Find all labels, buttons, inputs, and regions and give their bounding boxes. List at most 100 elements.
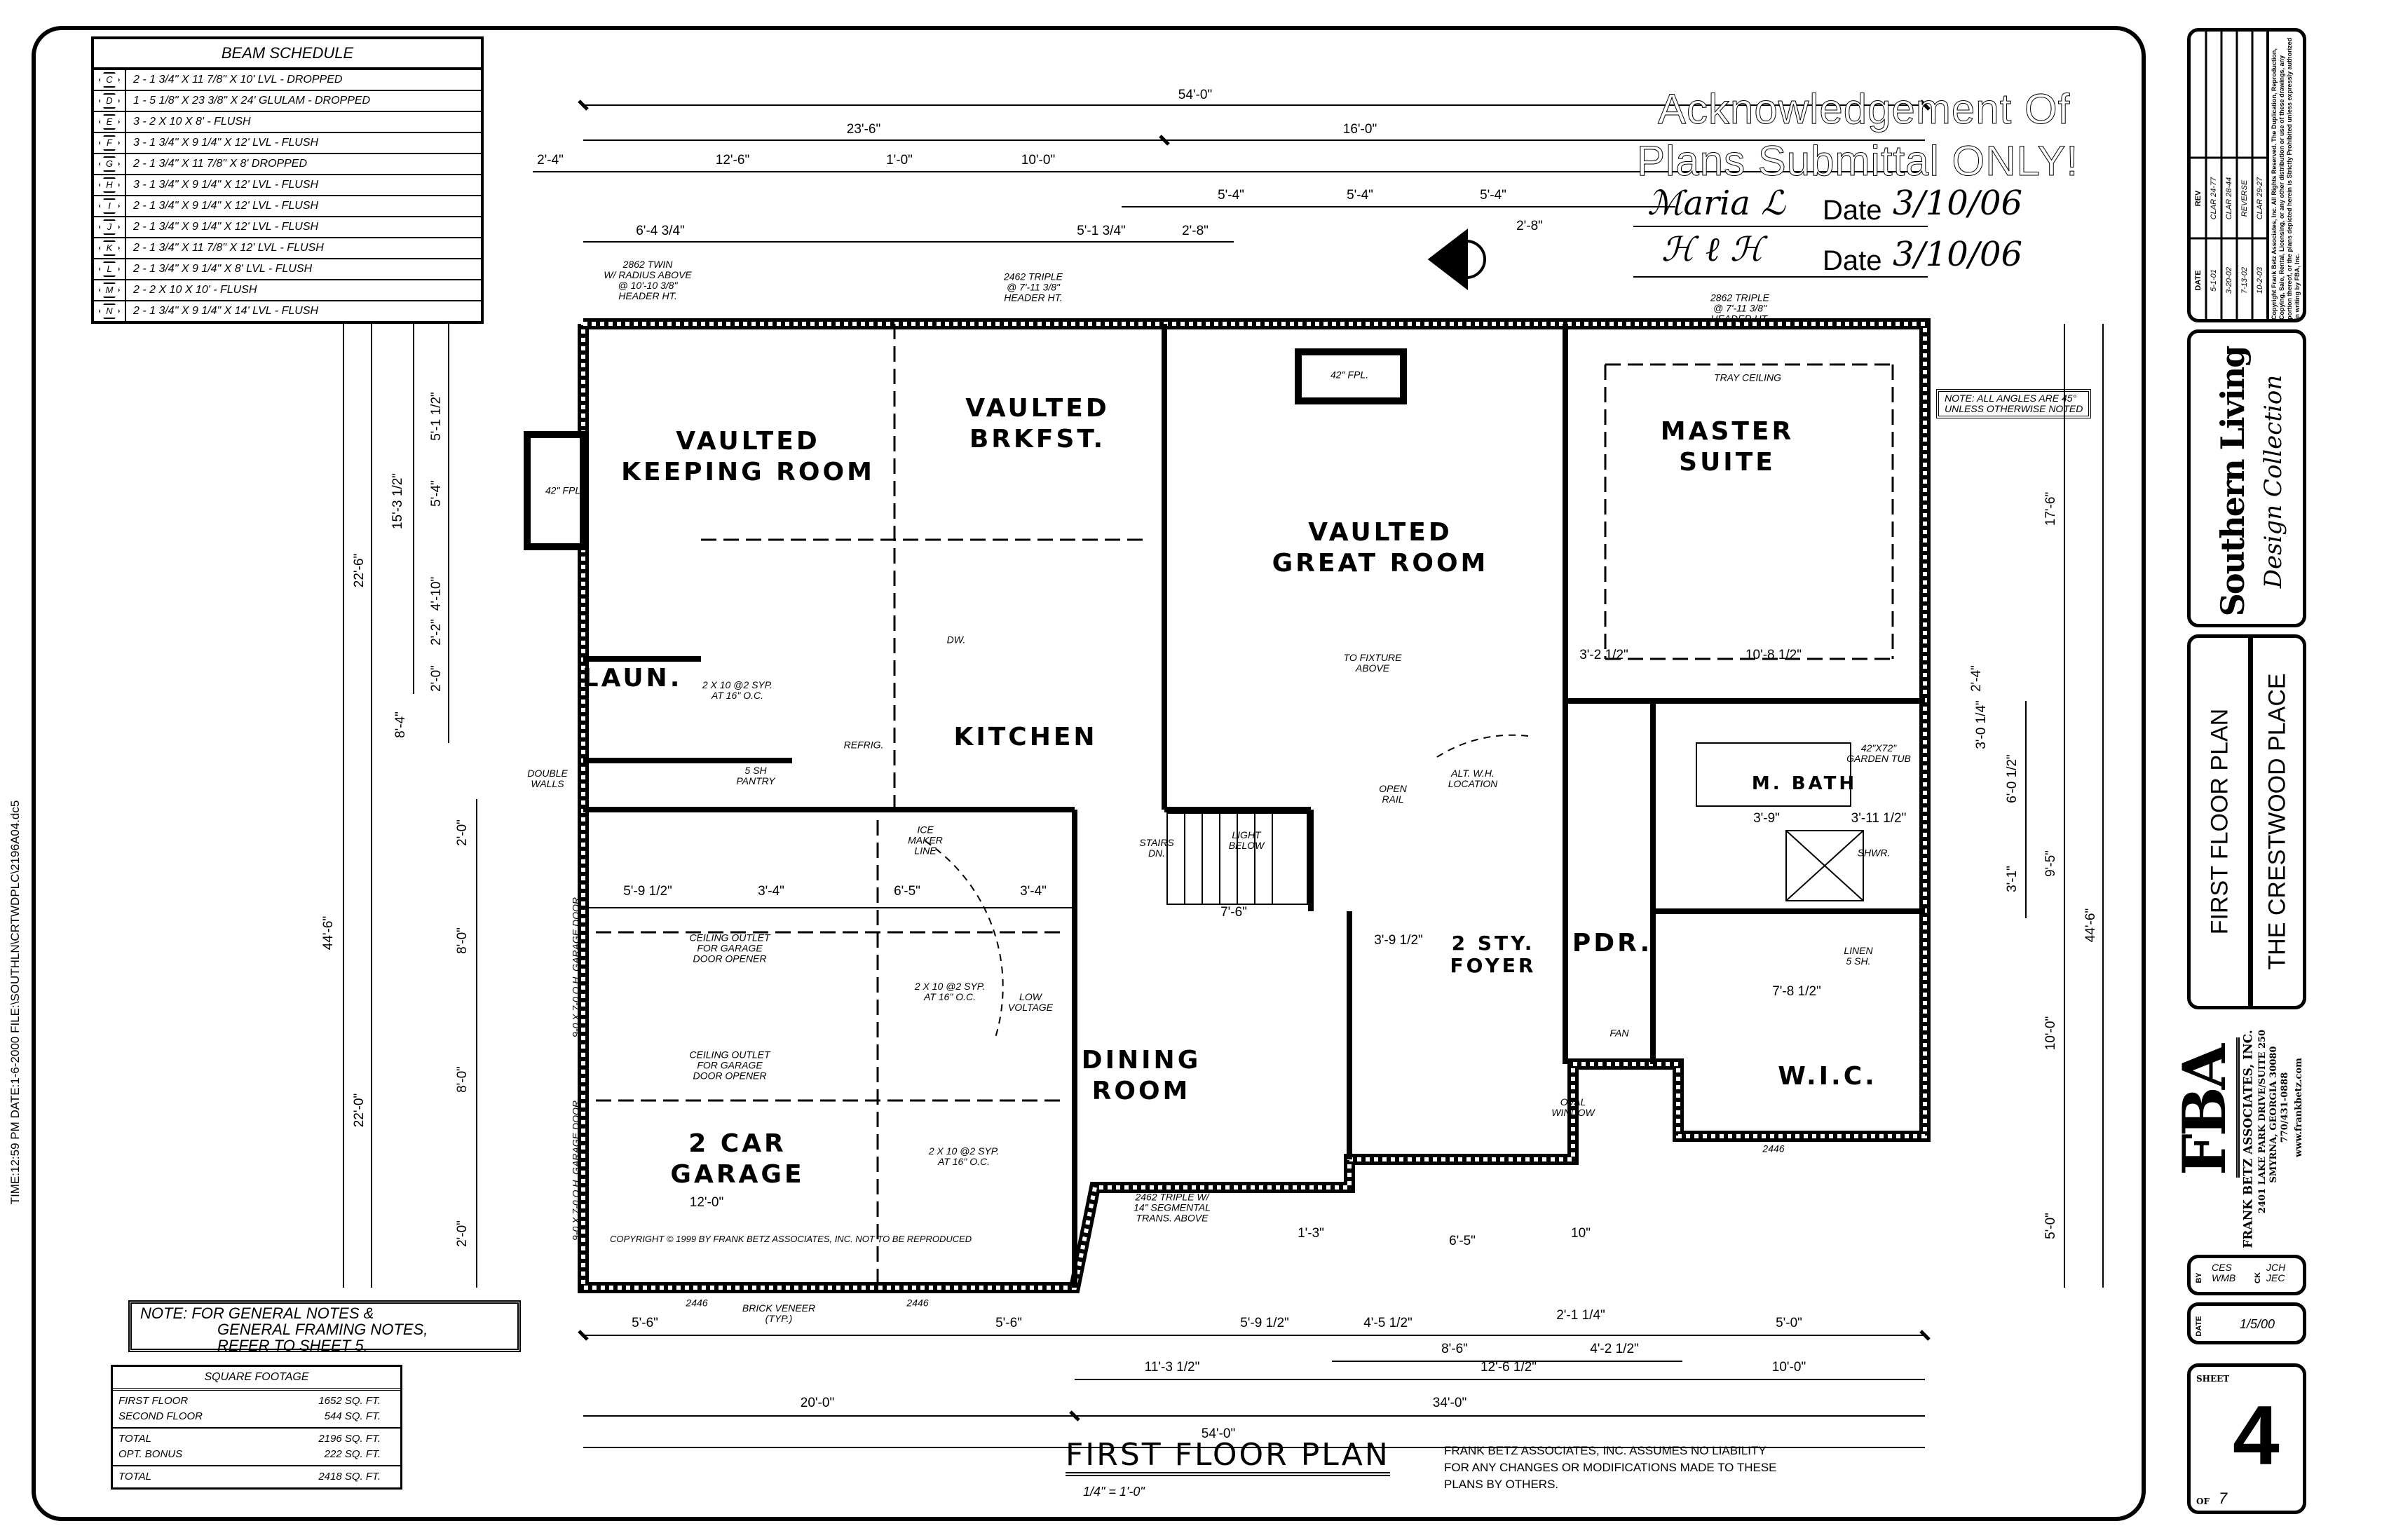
rev-date: 3-20-02 xyxy=(2225,267,2233,294)
sheet-number-box: SHEET 4 OF 7 xyxy=(2187,1363,2306,1514)
beam-spec: 1 - 5 1/8" x 23 3/8" x 24' GLULAM - DROP… xyxy=(133,95,371,107)
dimension-label: 5'-4" xyxy=(1218,188,1244,203)
design-collection-logo: Design Collection xyxy=(2259,374,2287,589)
dimension-label: 5'-0" xyxy=(1776,1316,1802,1330)
dimension-label: 2'-0" xyxy=(455,819,470,846)
plan-annotation: TRAY CEILING xyxy=(1714,372,1781,383)
plan-annotation: REFRIG. xyxy=(843,739,884,751)
dimension-label: 6'-5" xyxy=(1449,1234,1476,1248)
stamp-line-2: Plans Submittal ONLY! xyxy=(1636,137,2079,184)
dimension-label: 10'-0" xyxy=(2043,1016,2058,1051)
beam-spec: 2 - 1 3/4" x 11 7/8" x 10' LVL - DROPPED xyxy=(133,74,343,86)
plan-annotation: 9-0 x 7-0 O.H. GARAGE DOOR xyxy=(570,897,582,1037)
plan-annotation: OVAL WINDOW xyxy=(1551,1096,1595,1118)
dimension-label: 22'-0" xyxy=(352,1093,367,1128)
signature-date-2: 3/10/06 xyxy=(1893,235,2023,274)
dimension-label: 2'-2" xyxy=(429,619,444,646)
beam-schedule-row: I2 - 1 3/4" x 9 1/4" x 12' LVL - FLUSH xyxy=(94,196,481,217)
dimension-label: 22'-6" xyxy=(352,553,367,588)
plan-annotation: 2 X 10 @2 SYP. AT 16" O.C. xyxy=(914,981,986,1002)
dimension-label: 20'-0" xyxy=(800,1396,835,1410)
dimension-label: 4'-2 1/2" xyxy=(1590,1342,1639,1356)
southern-living-logo: Southern Living xyxy=(2214,346,2252,617)
plan-annotation: LIGHT BELOW xyxy=(1228,829,1265,851)
drawing-title-box: FIRST FLOOR PLAN THE CRESTWOOD PLACE xyxy=(2187,634,2306,1009)
dimension-label: 4'-10" xyxy=(429,576,444,611)
project-name: THE CRESTWOOD PLACE xyxy=(2264,673,2291,970)
dimension-label: 34'-0" xyxy=(1432,1396,1467,1410)
angles-note: NOTE: ALL ANGLES ARE 45° UNLESS OTHERWIS… xyxy=(1936,389,2092,418)
dimension-label: 6'-0 1/2" xyxy=(2005,754,2020,803)
plan-scale: 1/4" = 1'-0" xyxy=(1083,1485,1145,1499)
stamp-line-1: Acknowledgement Of xyxy=(1657,86,2071,132)
dimension-label: 17'-6" xyxy=(2043,491,2058,526)
dimension-label: 44'-6" xyxy=(321,915,336,950)
dimension-label: 5'-6" xyxy=(632,1316,658,1330)
dimension-label: 5'-0" xyxy=(2043,1213,2058,1239)
dimension-label: 44'-6" xyxy=(2083,908,2098,943)
dimension-label: 10'-0" xyxy=(1771,1360,1806,1375)
dimension-label: 54'-0" xyxy=(1201,1426,1236,1441)
beam-spec: 3 - 1 3/4" x 9 1/4" x 12' LVL - FLUSH xyxy=(133,137,319,149)
dimension-label: 3'-11 1/2" xyxy=(1851,811,1907,826)
dimension-label: 8'-4" xyxy=(393,711,408,738)
dimension-label: 3'-9" xyxy=(1753,811,1780,826)
plan-annotation: 2462 TRIPLE @ 7'-11 3/8" HEADER HT. xyxy=(1003,271,1063,304)
dimension-label: 5'-9 1/2" xyxy=(623,884,672,899)
plan-annotation: 42" FPL. xyxy=(545,484,583,496)
dimension-label: 8'-6" xyxy=(1441,1342,1468,1356)
dimension-label: 2'-4" xyxy=(537,153,564,168)
date-label-1: Date xyxy=(1823,195,1882,226)
plan-annotation: CEILING OUTLET FOR GARAGE DOOR OPENER xyxy=(689,1049,770,1082)
dimension-label: 9'-5" xyxy=(2043,850,2058,877)
plan-annotation: ALT. W.H. LOCATION xyxy=(1448,768,1498,789)
sheet-border xyxy=(32,26,2146,1521)
plan-annotation: OPEN RAIL xyxy=(1379,783,1407,805)
rev-date-header: DATE xyxy=(2194,270,2203,291)
dimension-label: 3'-9 1/2" xyxy=(1374,933,1423,948)
dimension-label: 3'-0 1/4" xyxy=(1974,700,1989,749)
beam-spec: 2 - 1 3/4" x 9 1/4" x 14' LVL - FLUSH xyxy=(133,305,319,317)
plan-annotation: BRICK VENEER (TYP.) xyxy=(742,1302,816,1324)
plan-annotation: LOW VOLTAGE xyxy=(1007,991,1054,1013)
dimension-label: 6'-5" xyxy=(894,884,920,899)
dimension-label: 23'-6" xyxy=(846,122,881,137)
room-foyer: 2 STY.FOYER xyxy=(1450,932,1537,977)
rev-desc: CLAR 24-77 xyxy=(2210,177,2218,220)
dimension-label: 15'-3 1/2" xyxy=(390,472,405,530)
dimension-label: 5'-1 1/2" xyxy=(429,392,444,441)
file-meta-text: TIME:12:59 PM DATE:1-6-2000 FILE:\SOUTHL… xyxy=(8,800,22,1205)
plan-annotation: 42" FPL. xyxy=(1330,369,1368,381)
plan-annotation: DOUBLE WALLS xyxy=(527,768,568,789)
plan-annotation: 2 X 10 @2 SYP. AT 16" O.C. xyxy=(928,1145,1000,1167)
beam-spec: 3 - 2 x 10 x 8' - FLUSH xyxy=(133,116,251,128)
plan-annotation: DW. xyxy=(946,634,966,646)
dimension-label: 7'-8 1/2" xyxy=(1772,984,1821,999)
dimension-label: 5'-1 3/4" xyxy=(1077,224,1126,238)
dimension-label: 2'-8" xyxy=(1182,224,1209,238)
plan-annotation: ICE MAKER LINE xyxy=(908,824,943,857)
checked-by: JCH JEC xyxy=(2266,1262,2286,1283)
dimension-label: 10" xyxy=(1571,1226,1591,1241)
beam-spec: 3 - 1 3/4" x 9 1/4" x 12' LVL - FLUSH xyxy=(133,179,319,191)
rev-date: 5-1-01 xyxy=(2210,269,2218,292)
dimension-label: 54'-0" xyxy=(1178,88,1213,102)
firm-phone: 770/431-0888 xyxy=(2280,1072,2290,1143)
dimension-label: 11'-3 1/2" xyxy=(1144,1360,1200,1375)
rev-date: 10-2-03 xyxy=(2256,267,2264,294)
dimension-label: 16'-0" xyxy=(1342,122,1377,137)
plan-annotation: 2446 xyxy=(686,1297,708,1309)
dimension-label: 3'-1" xyxy=(2005,866,2020,892)
dimension-label: 5'-4" xyxy=(429,480,444,507)
beam-spec: 2 - 1 3/4" x 9 1/4" x 8' LVL - FLUSH xyxy=(133,263,313,275)
sheet-number: 4 xyxy=(2233,1389,2280,1483)
beam-schedule-row: L2 - 1 3/4" x 9 1/4" x 8' LVL - FLUSH xyxy=(94,259,481,280)
date-box: DATE 1/5/00 xyxy=(2187,1302,2306,1344)
plan-annotation: STAIRS DN. xyxy=(1139,837,1174,859)
beam-tag-hexagon: K xyxy=(94,238,126,258)
